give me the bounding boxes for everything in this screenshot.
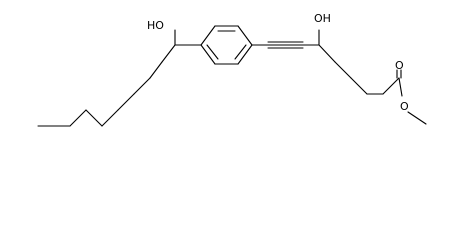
methyl-bond [407,111,427,125]
ester-bond [398,77,403,97]
octyl-chain [37,44,176,127]
chain-bond [334,61,352,79]
hydroxyl-right-label: OH [314,12,331,25]
ring-bond [237,44,253,65]
ring-inner-double-bond [206,44,219,60]
chain-bond [318,44,336,63]
benzene-ring [200,25,253,65]
ring-inner-double-bond [234,44,247,60]
chain-bond [161,44,176,63]
chain-bond [69,109,87,127]
carbonyl-oxygen-label: O [395,59,404,72]
ester-chain: OH O O [314,12,427,125]
alkyne [251,41,320,49]
chain-bond [382,77,400,95]
ring-bond [237,25,253,46]
ring-bond [200,25,216,46]
chain-bond [133,77,151,95]
chain-bond [350,77,368,95]
hydroxyl-left-label: HO [147,19,164,32]
benzylic-carbinol: HO [147,19,202,46]
chain-bond [149,61,163,79]
chain-bond [101,109,119,127]
chain-bond [85,109,103,127]
ring-bond [200,44,216,65]
ester-oxygen-label: O [400,100,409,113]
structure-diagram: HO OH O O [37,12,427,127]
chain-bond [117,93,135,111]
